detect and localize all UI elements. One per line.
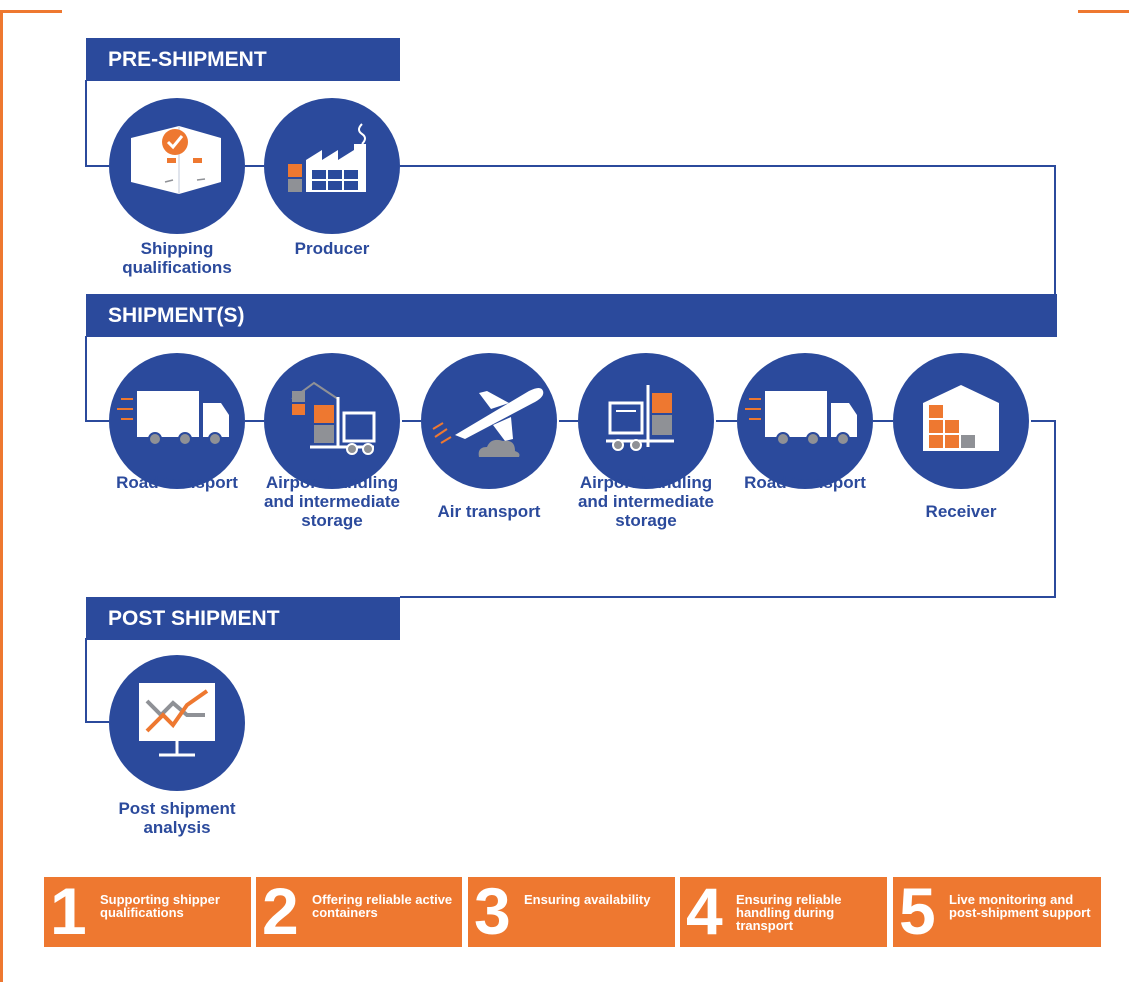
step-1-text: Supporting shipper qualifications (100, 892, 220, 920)
stage-receiver (893, 353, 1029, 489)
frame-top-right-line (1078, 10, 1129, 13)
stage-air-transport (421, 353, 557, 489)
section-pre-shipment: PRE-SHIPMENT (86, 38, 400, 81)
label-shipping-qualifications: Shipping qualifications (122, 239, 232, 277)
step-5-text: Live monitoring and post-shipment suppor… (949, 892, 1091, 920)
step-4-text: Ensuring reliable handling during transp… (736, 892, 842, 933)
stage-airport-handling-2 (578, 353, 714, 489)
section-shipments-title: SHIPMENT(S) (108, 304, 245, 327)
label-road-transport-1: Road transport (116, 473, 238, 492)
warehouse-forklift-icon (291, 381, 376, 455)
certified-container-icon (131, 126, 221, 194)
stage-shipping-qualifications (109, 98, 245, 234)
label-producer: Producer (294, 239, 370, 258)
receiver-warehouse-icon (923, 385, 999, 451)
section-post-shipment-title: POST SHIPMENT (108, 607, 280, 630)
section-pre-shipment-title: PRE-SHIPMENT (108, 48, 267, 71)
frame-top-left-line (0, 10, 62, 13)
step-3-text: Ensuring availability (524, 892, 651, 907)
step-5: 5 Live monitoring and post-shipment supp… (893, 874, 1101, 948)
section-post-shipment: POST SHIPMENT (86, 597, 400, 640)
label-air-transport: Air transport (437, 502, 541, 521)
truck-icon (117, 391, 229, 446)
label-road-transport-2: Road transport (744, 473, 866, 492)
frame-left-line (0, 10, 3, 982)
step-4-number: 4 (686, 874, 723, 948)
truck-icon (745, 391, 857, 446)
step-1: 1 Supporting shipper qualifications (44, 874, 251, 948)
analytics-monitor-icon (139, 683, 215, 757)
step-1-number: 1 (50, 874, 87, 948)
stage-road-transport-1 (109, 353, 245, 489)
factory-icon (288, 123, 366, 192)
stage-airport-handling-1 (264, 353, 400, 489)
step-5-number: 5 (899, 874, 936, 948)
label-airport-handling-2: Airport handling and intermediate storag… (577, 473, 715, 530)
forklift-icon (606, 385, 674, 451)
step-3: 3 Ensuring availability (468, 874, 675, 948)
step-2: 2 Offering reliable active containers (256, 874, 462, 948)
stage-road-transport-2 (737, 353, 873, 489)
step-2-text: Offering reliable active containers (312, 892, 453, 920)
stage-producer (264, 98, 400, 234)
label-airport-handling-1: Airport handling and intermediate storag… (263, 473, 401, 530)
step-3-number: 3 (474, 874, 511, 948)
label-receiver: Receiver (925, 502, 997, 521)
step-2-number: 2 (262, 874, 299, 948)
section-shipments: SHIPMENT(S) (86, 294, 1057, 337)
label-post-shipment-analysis: Post shipment analysis (118, 799, 236, 837)
stage-post-shipment-analysis (109, 655, 245, 791)
airplane-icon (432, 388, 544, 457)
step-4: 4 Ensuring reliable handling during tran… (680, 874, 887, 948)
